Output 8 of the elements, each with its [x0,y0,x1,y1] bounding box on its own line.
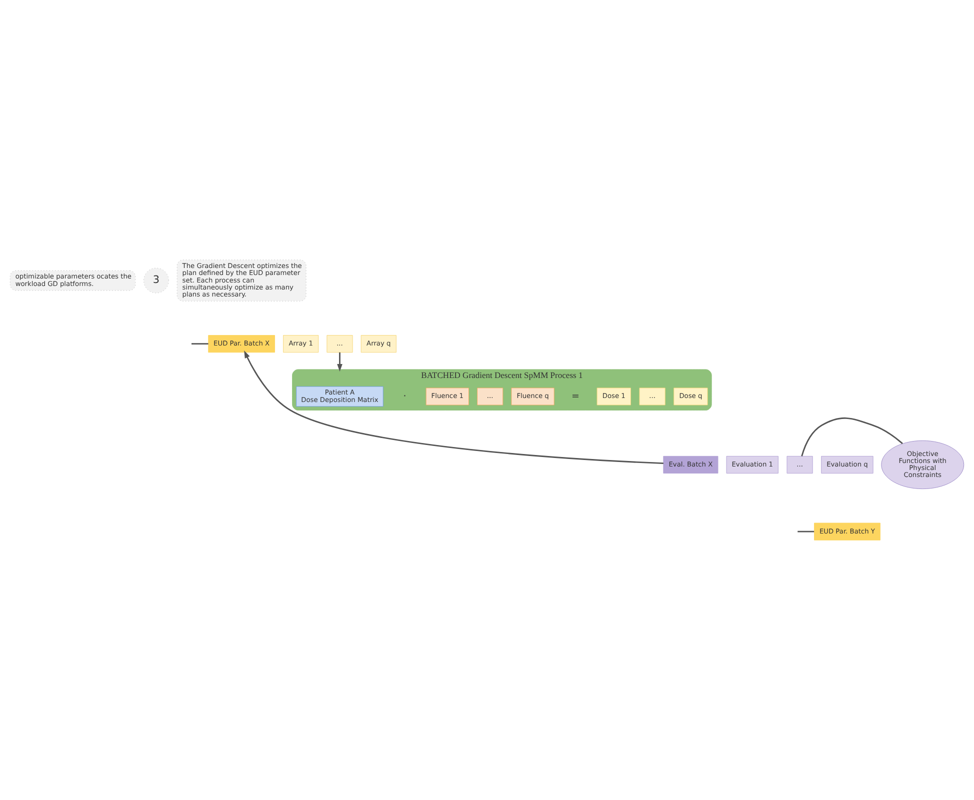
label: = [571,390,580,402]
connector [798,530,814,532]
arrow [337,352,342,372]
connector [192,343,208,345]
node-circle: 3 [143,268,169,294]
connector [801,417,903,456]
label: · [403,390,406,402]
arrow [244,350,664,464]
